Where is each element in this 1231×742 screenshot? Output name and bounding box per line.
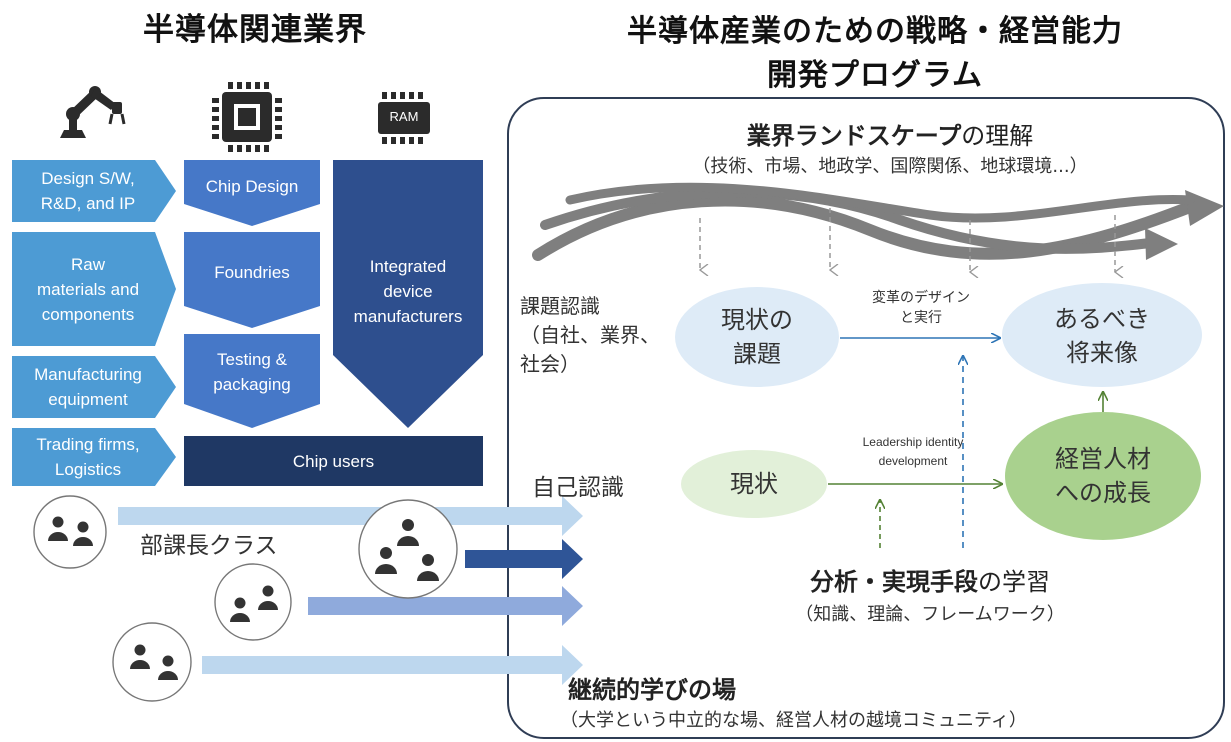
continuous-heading: 継続的学びの場: [568, 676, 736, 704]
landscape-band-1: [532, 194, 1201, 261]
landscape-heading-bold: 業界ランドスケープ: [746, 122, 962, 150]
left-title: 半導体関連業界: [143, 12, 367, 48]
class-arrow-1: [118, 496, 583, 536]
analysis-heading-rest: の学習: [978, 568, 1050, 596]
col3-pentagon: [333, 160, 483, 428]
class-arrow-4: [202, 645, 583, 685]
growth-ellipse: [1005, 412, 1201, 540]
col2-pentagon-1: [184, 160, 320, 226]
landscape-band-2-head: [1145, 228, 1178, 260]
current-issues-label: 現状の 課題: [721, 306, 793, 368]
landscape-heading-rest: の理解: [961, 122, 1034, 150]
col1-label-1: Design S/W, R&D, and IP: [40, 169, 136, 213]
analysis-subheading: （知識、理論、フレームワーク）: [795, 604, 1065, 625]
col1-chevron-1: [12, 160, 176, 222]
leadership-label: Leadership identity development: [862, 435, 964, 468]
people-circle-4: [112, 622, 192, 702]
col1-chevron-2: [12, 232, 176, 346]
current-issues-ellipse: [675, 287, 839, 387]
analysis-heading-bold: 分析・実現手段: [810, 568, 978, 596]
landscape-heading: 業界ランドスケープの理解: [640, 116, 1140, 152]
chip-users-bar: [184, 436, 483, 486]
issue-recognition-label: 課題認識 （自社、業界、 社会）: [520, 294, 660, 376]
col2-label-3: Testing & packaging: [213, 350, 291, 394]
chip-icon: [212, 82, 282, 152]
landscape-band-2: [540, 187, 1155, 254]
landscape-subheading: （技術、市場、地政学、国際関係、地球環境...）: [692, 156, 1088, 177]
col1-label-2: Raw materials and components: [36, 254, 140, 324]
people-circle-1: [33, 495, 107, 569]
continuous-subheading: （大学という中立的な場、経営人材の越境コミュニティ）: [560, 710, 1027, 731]
col1-label-4: Trading firms, Logistics: [36, 435, 140, 479]
chip-users-label: Chip users: [292, 451, 375, 471]
col1-chevron-3: [12, 356, 176, 418]
landscape-band-1-head: [1185, 190, 1224, 226]
current-state-label: 現状: [730, 470, 778, 498]
self-recognition-label: 自己認識: [532, 475, 624, 501]
right-title-line2: 開発プログラム: [766, 58, 984, 93]
analysis-heading: 分析・実現手段の学習: [700, 562, 1160, 598]
col2-label-1: Chip Design: [205, 176, 299, 196]
future-image-label: あるべき 将来像: [1054, 305, 1150, 367]
people-circle-2: [358, 499, 458, 599]
col2-pentagon-3: [184, 334, 320, 428]
col2-pentagon-2: [184, 232, 320, 328]
right-title-line1: 半導体産業のための戦略・経営能力: [627, 14, 1123, 49]
ram-icon: [378, 92, 430, 144]
current-state-ellipse: [681, 450, 827, 518]
future-image-ellipse: [1002, 283, 1202, 387]
ram-label: RAM: [389, 109, 419, 124]
col3-label: Integrated device manufacturers: [353, 256, 463, 326]
class-arrow-3: [308, 586, 583, 626]
col1-chevron-4: [12, 428, 176, 486]
program-frame: [507, 97, 1225, 739]
people-circle-3: [214, 563, 292, 641]
growth-label: 経営人材 への成長: [1055, 445, 1151, 507]
transform-label: 変革のデザイン と実行: [872, 290, 970, 326]
class-label: 部課長クラス: [140, 533, 278, 559]
col2-label-2: Foundries: [214, 262, 290, 282]
col1-label-3: Manufacturing equipment: [34, 365, 142, 409]
landscape-band-3: [565, 182, 1195, 223]
robot-arm-icon: [60, 86, 126, 138]
class-arrow-2: [465, 539, 583, 579]
